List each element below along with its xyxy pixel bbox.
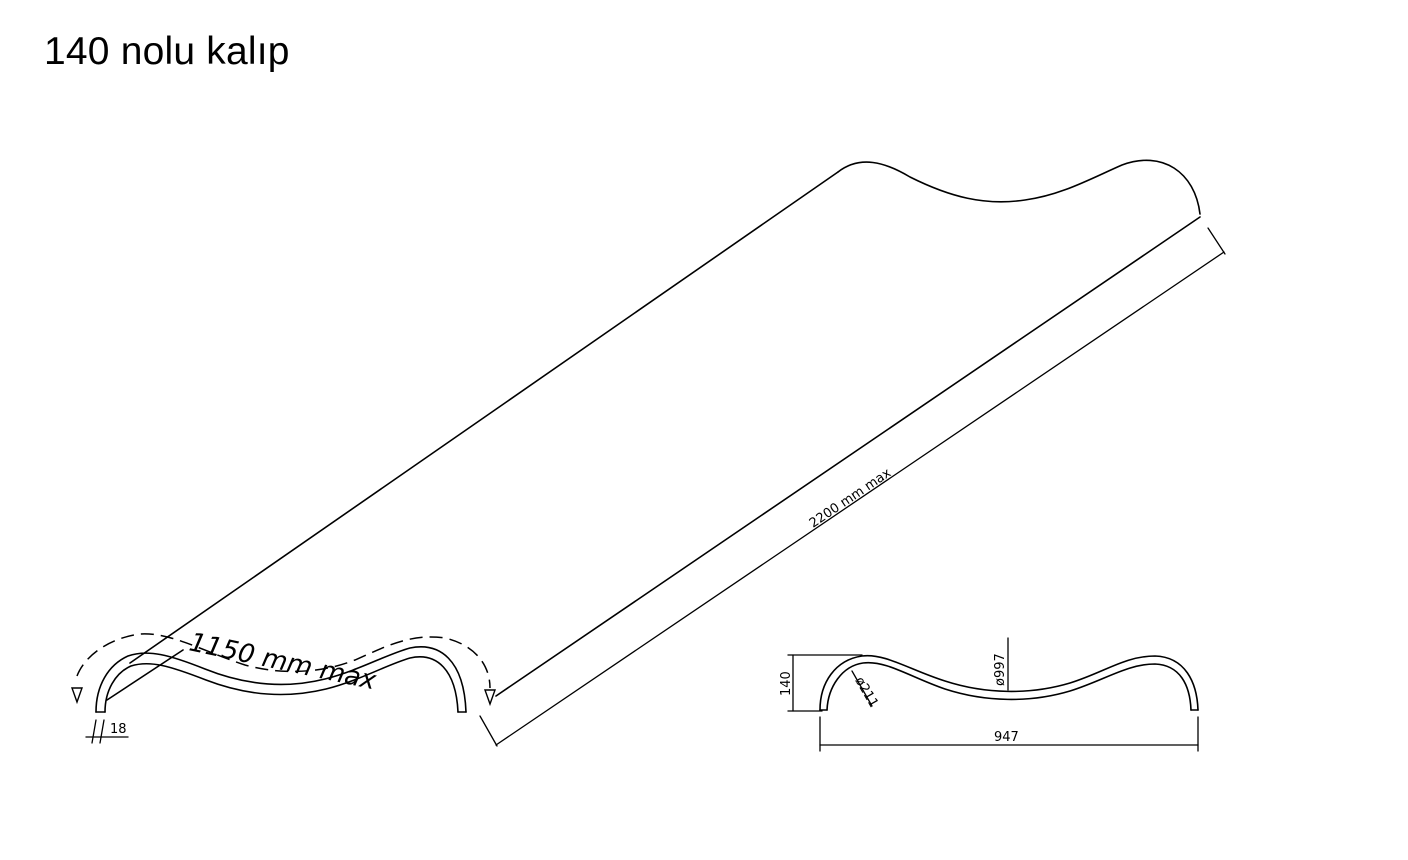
tile-bottom-edge [495,216,1201,697]
isometric-tile-view [95,159,1201,713]
large-diameter-label: ø997 [993,653,1008,686]
profile-width-label: 947 [994,730,1019,745]
small-diameter-leader [851,670,873,707]
length-extension-far [1207,227,1226,255]
thickness-tick-right [99,719,105,744]
tile-profile-inner [104,656,459,713]
section-profile-inner [826,661,1192,711]
thickness-dimension: 18 [85,719,129,744]
width-arrow-right [484,689,496,707]
width-dimension: 1150 mm max [71,628,496,707]
cross-section-view: 140 ø211 ø997 947 [779,637,1199,752]
thickness-tick-left [91,719,97,744]
thickness-label: 18 [110,722,127,737]
small-diameter-label: ø211 [852,675,881,711]
section-profile-outer [819,654,1199,711]
tile-top-edge [129,171,839,664]
tile-profile-outer [95,646,467,713]
length-dimension-line [495,251,1225,746]
tile-profile-far [837,159,1201,215]
width-dimension-label: 1150 mm max [187,628,380,697]
length-dimension: 2200 mm max [479,227,1226,747]
height-label: 140 [779,671,794,696]
tile-left-inner-edge [106,649,184,701]
width-dimension-arc [76,633,491,689]
page-title: 140 nolu kalıp [44,30,290,73]
length-extension-near [479,715,498,747]
width-arrow-left [71,687,83,705]
